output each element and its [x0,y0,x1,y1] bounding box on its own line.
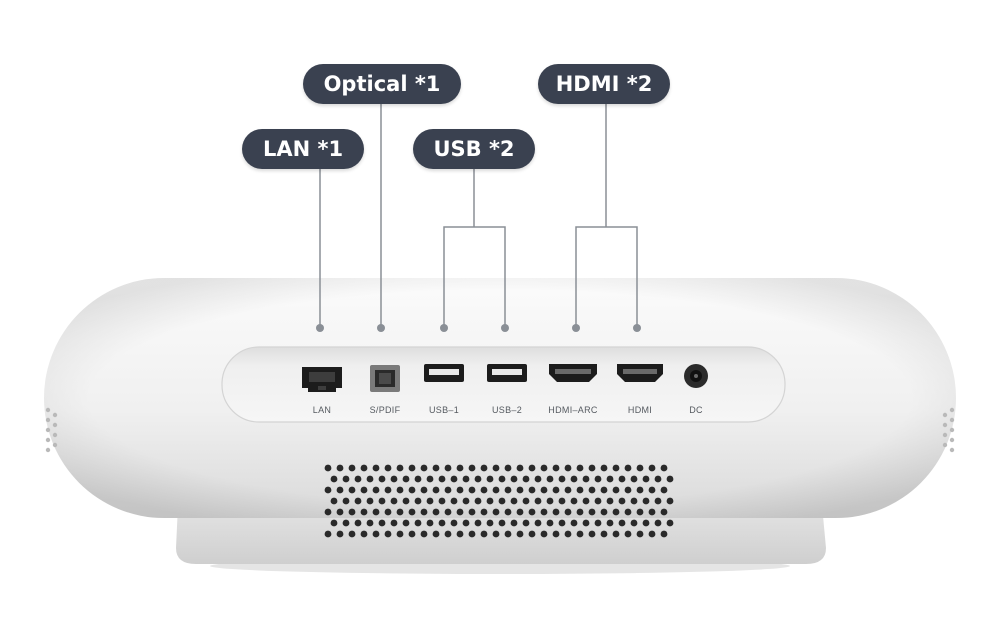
spdif-port [370,365,400,392]
port-label-dc: DC [689,405,703,415]
lan-callout: LAN *1 [242,129,364,169]
usb-port-1 [424,364,464,382]
vent-grille [324,464,674,538]
right-speaker-grille [942,407,955,453]
leader-lines [319,104,638,326]
hdmi-callout: HDMI *2 [538,64,670,104]
usb-port-2 [487,364,527,382]
optical-callout: Optical *1 [303,64,461,104]
hdmi-port [617,364,663,382]
port-label-spdif: S/PDIF [369,405,401,415]
port-label-usb2: USB–2 [491,405,523,415]
port-label-lan: LAN [312,405,332,415]
projector-base [176,505,826,564]
lan-port [302,367,342,392]
left-speaker-grille [45,407,58,453]
hdmi-arc-port [549,364,597,382]
usb-callout: USB *2 [413,129,535,169]
port-label-usb1: USB–1 [428,405,460,415]
port-label-hdmi: HDMI [627,405,653,415]
port-label-hdmi-arc: HDMI–ARC [548,405,598,415]
leader-dots [316,324,641,332]
dc-port [684,364,708,388]
